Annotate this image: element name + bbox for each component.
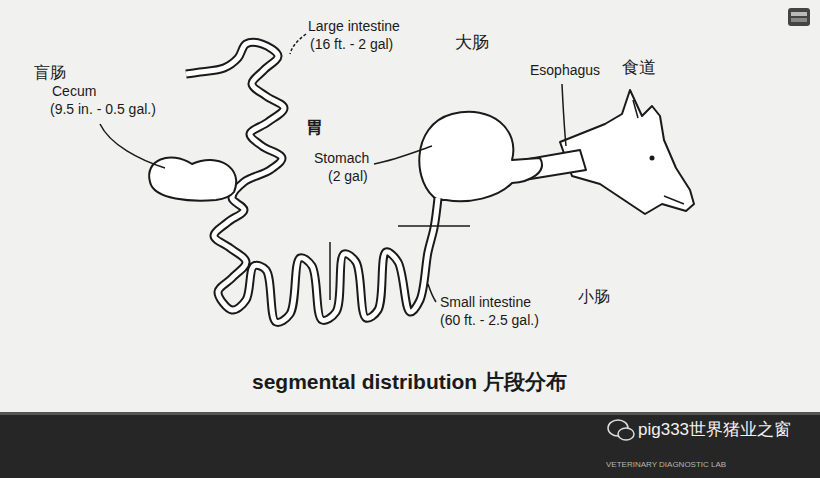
part-name: 盲肠 [34, 64, 66, 82]
leader-line [428, 284, 436, 302]
wechat-icon [608, 420, 634, 440]
watermark: pig333世界猪业之窗 [638, 420, 791, 440]
stomach [419, 112, 542, 201]
footer-band [0, 412, 820, 478]
part-name: Large intestine [308, 18, 400, 34]
pig-ear-inner [633, 100, 638, 118]
leader-line [290, 34, 306, 54]
part-name: 大肠 [455, 33, 489, 53]
leader-line [100, 124, 165, 168]
leader-line [374, 146, 432, 164]
cecum [149, 158, 236, 201]
part-name: Cecum [52, 83, 96, 99]
dimension: (9.5 in. - 0.5 gal.) [50, 101, 156, 117]
logo-icon [788, 8, 810, 26]
caption: segmental distribution 片段分布 [252, 370, 567, 394]
part-name: 小肠 [578, 288, 610, 306]
part-name: Esophagus [530, 62, 600, 78]
part-name: 食道 [622, 58, 656, 78]
dimension: (16 ft. - 2 gal) [310, 36, 393, 52]
dimension: (60 ft. - 2.5 gal.) [440, 312, 539, 328]
part-name: Stomach [314, 150, 369, 166]
leader-line [562, 84, 566, 146]
segment-marker [398, 225, 470, 227]
pig-mouth [664, 196, 684, 204]
pig-eye [650, 156, 655, 161]
footer-edge [0, 412, 820, 415]
dimension: (2 gal) [328, 168, 368, 184]
part-name: 胃 [306, 118, 323, 138]
segment-marker [329, 242, 331, 300]
part-name: Small intestine [440, 294, 531, 310]
watermark: VETERINARY DIAGNOSTIC LAB [606, 460, 726, 469]
